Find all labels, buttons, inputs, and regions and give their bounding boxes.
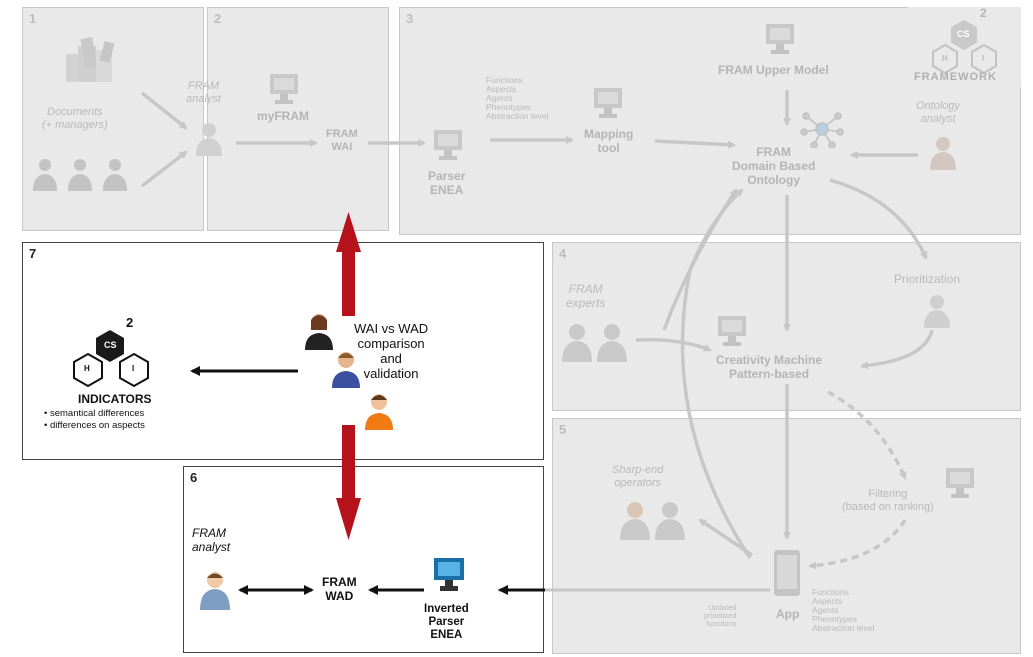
ontology-analyst-label: Ontology analyst <box>916 100 961 125</box>
panel-6: 6 <box>183 466 544 653</box>
arrow-ontology-to-prioritization <box>829 178 928 260</box>
attributes-list: Functions Aspects Agents Phenotypes Abst… <box>486 75 549 121</box>
prioritization-person-icon <box>922 294 952 333</box>
panel-number: 4 <box>559 246 567 261</box>
fram-experts-icon <box>560 322 630 367</box>
app-label: App <box>776 607 800 621</box>
filtering-computer-icon <box>944 466 976 505</box>
upper-model-label: FRAM Upper Model <box>718 63 829 77</box>
indicators-logo-sup: 2 <box>126 315 134 330</box>
updated-functions-label: Updated prioritized functions <box>704 603 737 628</box>
creativity-computer-icon <box>716 314 748 353</box>
panel-number: 7 <box>29 246 37 261</box>
comparison-people-icon <box>302 312 402 437</box>
framework-logo: CS H I 2 FRAMEWORK <box>908 6 1021 87</box>
fram-analyst-label-top: FRAM analyst <box>186 80 221 105</box>
prioritization-label: Prioritization <box>894 272 961 286</box>
ontology-network-icon <box>800 110 844 153</box>
inverted-parser-label: Inverted Parser ENEA <box>424 603 469 642</box>
comparison-label: WAI vs WAD comparison and validation <box>354 321 429 381</box>
indicators-logo-center: CS <box>104 340 117 350</box>
app-attributes-list: Functions Aspects Agents Phenotypes Abst… <box>812 587 875 633</box>
parser-enea-label: Parser ENEA <box>428 169 466 197</box>
red-arrow-up-shaft <box>342 250 355 316</box>
ontology-analyst-icon <box>928 136 958 175</box>
arrow-experts-to-ontology <box>662 188 738 331</box>
app-phone-icon <box>772 548 802 603</box>
myfram-label: myFRAM <box>257 109 310 123</box>
framework-logo-center: CS <box>957 29 970 39</box>
fram-analyst-icon-bottom <box>198 570 232 615</box>
panel-number: 3 <box>406 11 414 26</box>
fram-analyst-label-bottom: FRAM analyst <box>192 526 231 554</box>
indicators-logo-left: H <box>84 364 90 373</box>
creativity-machine-label: Creativity Machine Pattern-based <box>716 353 823 381</box>
panel-number: 1 <box>29 11 37 26</box>
fram-wai-label: FRAM WAI <box>326 128 358 153</box>
indicators-logo-right: I <box>132 364 135 373</box>
framework-logo-sup: 2 <box>980 6 987 20</box>
arrow-app-to-ontology <box>680 188 752 559</box>
indicators-title: INDICATORS <box>78 392 152 406</box>
panel-number: 6 <box>190 470 198 485</box>
panel-number: 2 <box>214 11 222 26</box>
fram-experts-label: FRAM experts <box>566 282 606 310</box>
panel-number: 5 <box>559 422 567 437</box>
panel-2: 2 <box>207 7 389 231</box>
ontology-label: FRAM Domain Based Ontology <box>732 145 816 187</box>
arrow-prioritization-to-creativity <box>860 329 934 370</box>
upper-model-computer-icon <box>764 22 796 61</box>
documents-icon <box>62 28 118 93</box>
arrow-experts-to-creativity <box>635 337 712 352</box>
fram-wad-label: FRAM WAD <box>322 575 357 603</box>
arrow-documents-to-analyst <box>140 91 188 130</box>
managers-icon <box>30 155 132 200</box>
red-arrow-down-head <box>336 498 361 540</box>
inverted-parser-computer-icon <box>432 556 466 599</box>
mapping-tool-label: Mapping tool <box>584 127 634 155</box>
arrow-creativity-to-filtering <box>827 390 907 480</box>
indicators-logo: CS H I 2 <box>58 315 168 388</box>
documents-label: Documents (+ managers) <box>42 106 108 131</box>
red-arrow-up-head <box>336 212 361 252</box>
myfram-computer-icon <box>268 72 300 111</box>
arrow-app-to-sharp-end <box>698 518 753 557</box>
sharp-end-label: Sharp-end operators <box>612 464 664 489</box>
red-arrow-down-shaft <box>342 425 355 501</box>
sharp-end-operators-icon <box>618 500 688 545</box>
mapping-computer-icon <box>592 86 624 125</box>
framework-label: FRAMEWORK <box>914 71 997 83</box>
arrow-managers-to-analyst <box>140 150 188 188</box>
framework-logo-left: H <box>942 54 948 63</box>
parser-computer-icon <box>432 128 464 167</box>
framework-logo-right: I <box>982 54 985 63</box>
filtering-label: Filtering (based on ranking) <box>842 488 934 513</box>
red-arrows <box>336 212 361 540</box>
arrow-filtering-to-app <box>808 519 907 570</box>
indicators-bullets: • semantical differences • differences o… <box>44 408 145 431</box>
arrow-mapping-to-ontology <box>654 139 736 149</box>
fram-analyst-icon-top <box>194 122 224 161</box>
